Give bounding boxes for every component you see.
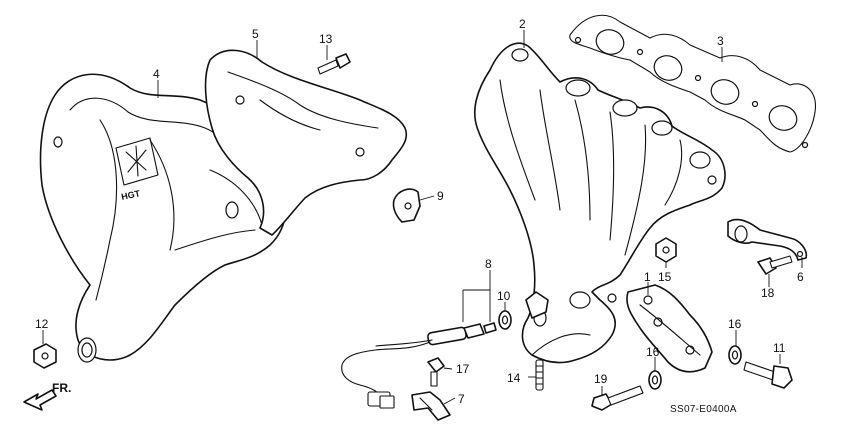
exhaust-manifold-gasket xyxy=(569,14,816,153)
callout-3: 3 xyxy=(717,34,724,48)
front-direction-label: FR. xyxy=(52,381,71,395)
shield-logo-icon xyxy=(115,137,159,186)
nut-15 xyxy=(655,237,677,263)
callout-11: 11 xyxy=(773,341,786,355)
leader-lines xyxy=(42,30,803,405)
callout-12: 12 xyxy=(35,317,49,331)
nut-12 xyxy=(33,343,57,369)
callout-17: 17 xyxy=(456,362,470,376)
callout-7: 7 xyxy=(458,392,465,406)
bolt-18 xyxy=(757,255,793,275)
callout-16-upper: 16 xyxy=(728,317,742,331)
connector-clip xyxy=(411,391,451,421)
callout-16-lower: 16 xyxy=(646,345,660,359)
bolt-19 xyxy=(591,385,644,411)
callout-1: 1 xyxy=(644,270,651,284)
callout-5: 5 xyxy=(252,27,259,41)
manifold-bracket xyxy=(626,284,713,373)
callout-10: 10 xyxy=(497,289,511,303)
bolt-13 xyxy=(317,53,351,75)
stud-14 xyxy=(535,359,544,391)
callout-8: 8 xyxy=(485,257,492,271)
washer-16-lower xyxy=(648,370,662,390)
diagram-code: SS07-E0400A xyxy=(670,404,737,415)
washer-16-upper xyxy=(728,345,742,365)
callout-19: 19 xyxy=(594,372,608,386)
callout-numbers: 1 2 3 4 5 6 7 8 9 10 11 12 13 14 15 16 1… xyxy=(35,17,804,406)
pipe-clamp xyxy=(727,218,808,261)
callout-9: 9 xyxy=(437,189,444,203)
callout-14: 14 xyxy=(507,371,521,385)
callout-6: 6 xyxy=(797,270,804,284)
inner-heat-shield xyxy=(204,49,408,236)
callout-15: 15 xyxy=(658,270,672,284)
bolt-17 xyxy=(427,357,445,387)
oxygen-sensor xyxy=(341,322,497,409)
front-direction-arrow-icon xyxy=(23,389,57,411)
callout-13: 13 xyxy=(319,32,333,46)
callout-18: 18 xyxy=(761,286,775,300)
callout-4: 4 xyxy=(153,67,160,81)
shield-logo-text: HGT xyxy=(120,188,141,202)
bolt-11 xyxy=(743,361,793,389)
callout-2: 2 xyxy=(519,17,526,31)
washer-10 xyxy=(498,310,512,330)
exhaust-manifold xyxy=(474,42,726,364)
harness-clip xyxy=(392,188,421,223)
